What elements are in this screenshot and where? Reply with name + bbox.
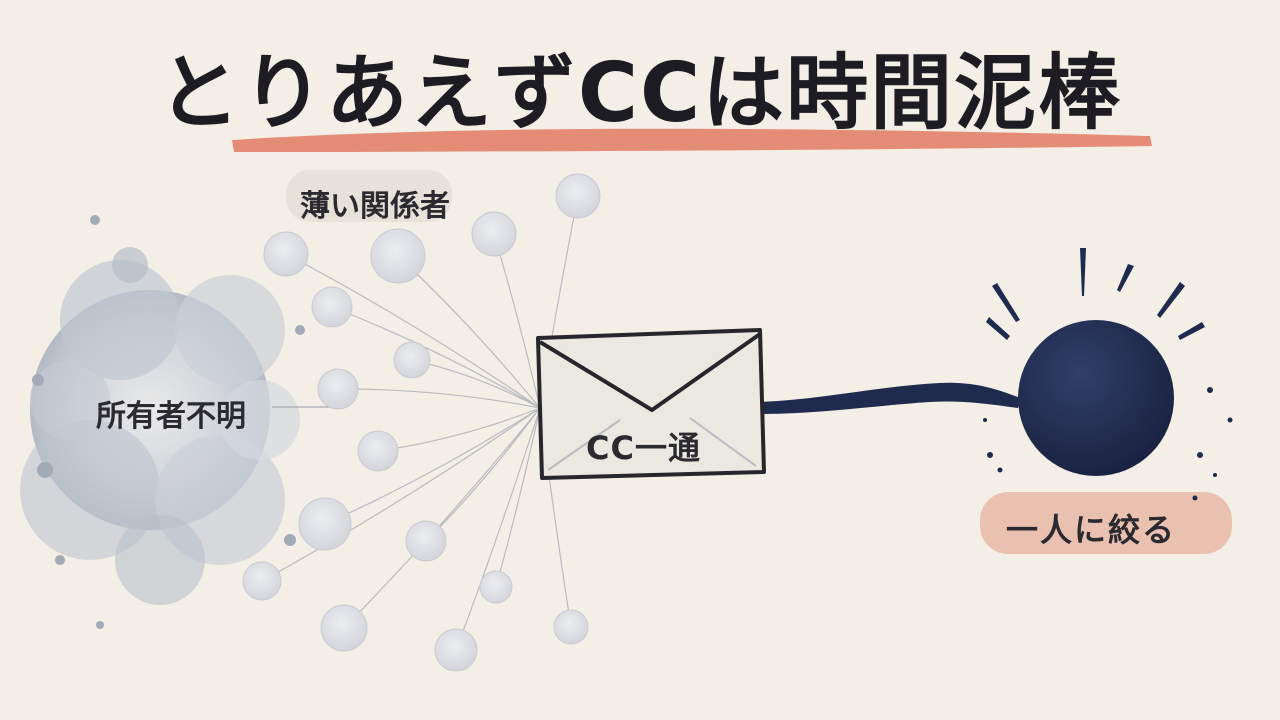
page-title: とりあえずCCは時間泥棒 — [157, 46, 1123, 141]
stakeholder-circle — [357, 430, 399, 472]
stakeholder-circle — [393, 341, 431, 379]
fan-line — [377, 407, 541, 452]
title-underline — [232, 128, 1152, 152]
owner-unknown-label: 所有者不明 — [96, 399, 246, 434]
email-label: CC一通 — [586, 429, 701, 467]
fan-line — [343, 407, 541, 629]
fan-line — [455, 407, 541, 651]
stakeholder-circle — [242, 561, 282, 601]
stakeholder-circle — [311, 286, 353, 328]
stakeholders-pill — [286, 170, 452, 222]
fan-line — [397, 255, 541, 409]
fan-line — [285, 253, 541, 409]
fan-line — [261, 407, 541, 582]
narrow-pill — [980, 492, 1232, 554]
stakeholder-circle — [434, 628, 478, 672]
stakeholder-circle — [555, 173, 601, 219]
navy-focus-circle — [1018, 320, 1174, 476]
stakeholder-circle — [320, 604, 368, 652]
fan-line — [324, 407, 541, 525]
stakeholder-circle — [479, 570, 513, 604]
burst-icon — [983, 248, 1233, 501]
fan-line — [495, 407, 541, 588]
stakeholder-circle — [405, 520, 447, 562]
fan-line — [411, 359, 541, 409]
stakeholder-circle — [317, 368, 359, 410]
stakeholder-circle — [263, 231, 309, 277]
stakeholder-circle — [471, 211, 517, 257]
faint-stakeholder-circles — [242, 173, 601, 672]
envelope-icon — [536, 328, 766, 480]
fan-line — [337, 388, 541, 409]
fan-line — [331, 306, 541, 409]
stakeholder-circle — [298, 497, 352, 551]
narrow-label: 一人に絞る — [1006, 511, 1177, 549]
stakeholders-label: 薄い関係者 — [300, 189, 450, 224]
stakeholder-circle — [370, 228, 426, 284]
stakeholder-circle — [553, 609, 589, 645]
fan-lines — [261, 195, 579, 651]
navy-connector — [760, 382, 1020, 414]
owner-unknown-cloud — [20, 215, 305, 629]
